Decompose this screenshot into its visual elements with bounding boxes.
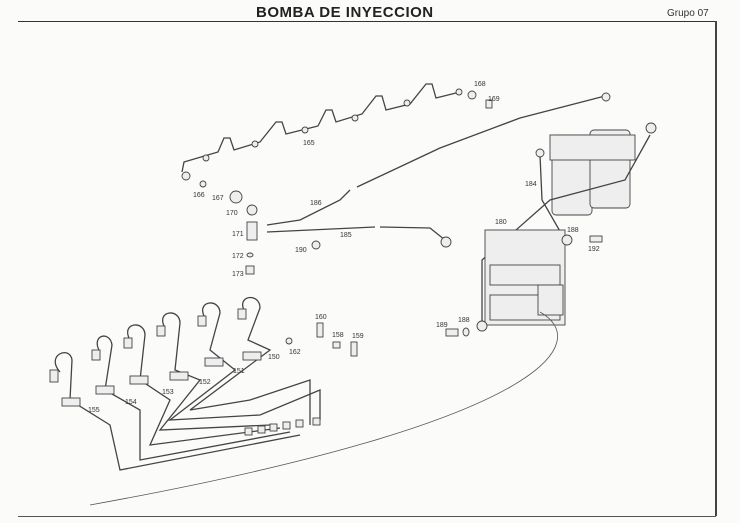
label-160: 160 — [315, 314, 327, 321]
label-151: 151 — [233, 368, 245, 375]
label-189: 189 — [436, 322, 448, 329]
label-173: 173 — [232, 271, 244, 278]
label-172: 172 — [232, 253, 244, 260]
fuel-line-185 — [266, 226, 446, 241]
bottom-rule — [18, 516, 716, 517]
label-169: 169 — [488, 96, 500, 103]
fuel-line-180 — [481, 134, 651, 325]
group-label: Grupo 07 — [667, 8, 709, 19]
label-154: 154 — [125, 399, 137, 406]
fuel-line-186 — [266, 95, 606, 226]
page-title: BOMBA DE INYECCION — [256, 4, 434, 21]
label-167: 167 — [212, 195, 224, 202]
label-165: 165 — [303, 140, 315, 147]
top-rule — [18, 21, 716, 22]
leak-off-line-165 — [181, 83, 461, 173]
label-155: 155 — [88, 407, 100, 414]
label-158: 158 — [332, 332, 344, 339]
banjo-fittings — [181, 88, 493, 275]
label-168: 168 — [474, 81, 486, 88]
label-171: 171 — [232, 231, 244, 238]
cable — [89, 311, 558, 506]
label-153: 153 — [162, 389, 174, 396]
injection-pump — [445, 229, 603, 337]
label-185: 185 — [340, 232, 352, 239]
label-152: 152 — [199, 379, 211, 386]
label-170: 170 — [226, 210, 238, 217]
right-rule — [715, 21, 717, 516]
label-150: 150 — [268, 354, 280, 361]
small-parts — [285, 322, 358, 357]
label-188a: 188 — [567, 227, 579, 234]
label-180: 180 — [495, 219, 507, 226]
label-192: 192 — [588, 246, 600, 253]
label-190: 190 — [295, 247, 307, 254]
label-162: 162 — [289, 349, 301, 356]
fuel-filter — [549, 129, 636, 216]
fuel-line-184 — [539, 154, 566, 241]
label-159: 159 — [352, 333, 364, 340]
label-186: 186 — [310, 200, 322, 207]
injection-pipes — [49, 296, 321, 471]
label-166: 166 — [193, 192, 205, 199]
label-188b: 188 — [458, 317, 470, 324]
label-184: 184 — [525, 181, 537, 188]
